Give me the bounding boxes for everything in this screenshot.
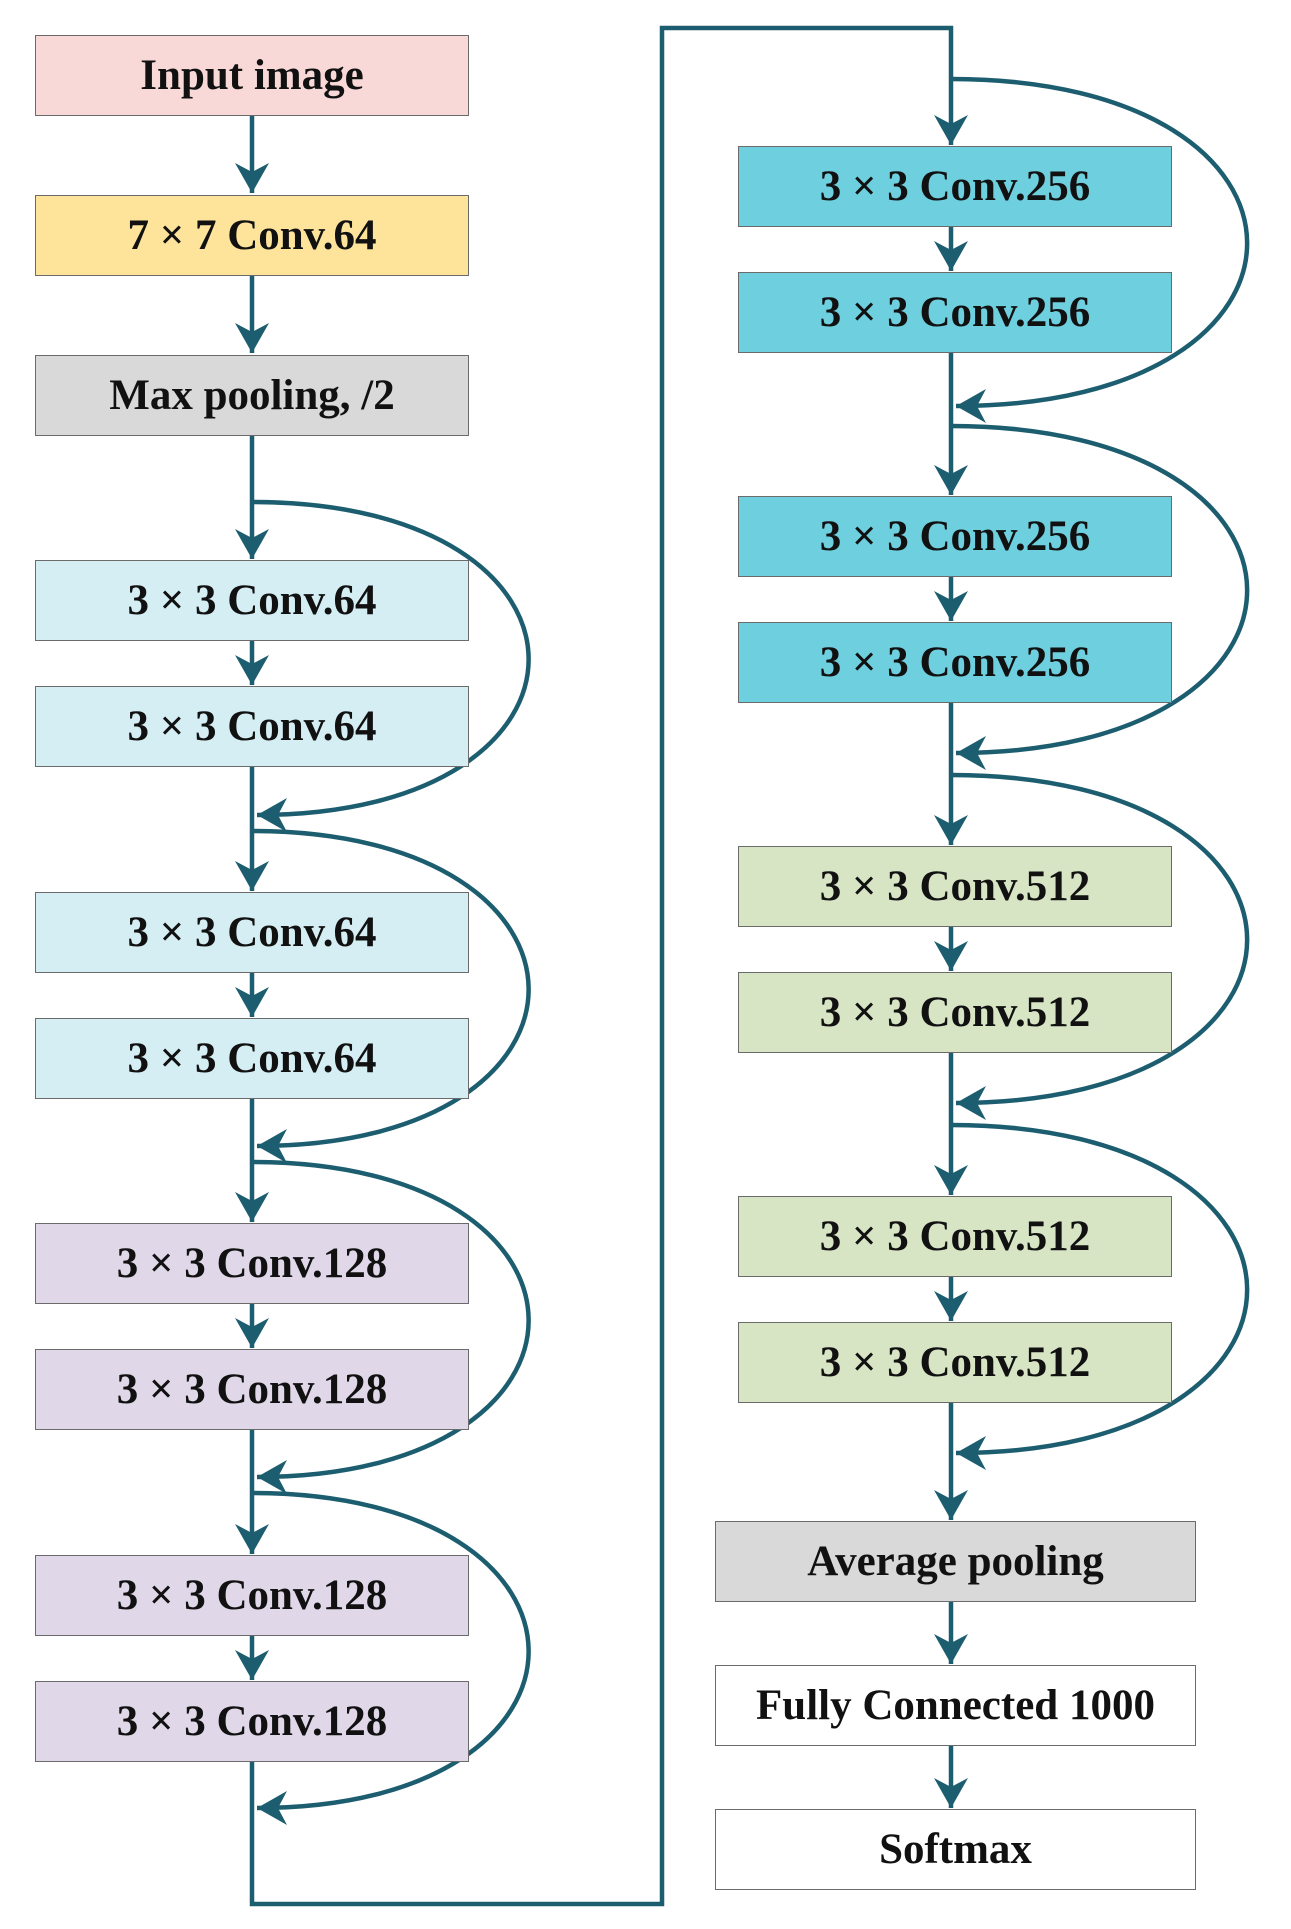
- conv128-block-4-label: 3 × 3 Conv.128: [116, 1698, 388, 1745]
- conv256-block-1-label: 3 × 3 Conv.256: [819, 163, 1091, 210]
- conv256-block-2-label: 3 × 3 Conv.256: [819, 289, 1091, 336]
- conv64-block-3: 3 × 3 Conv.64: [35, 892, 469, 973]
- conv128-block-2: 3 × 3 Conv.128: [35, 1349, 469, 1430]
- skip-connection-stage6: [950, 423, 1250, 770]
- conv256-block-3: 3 × 3 Conv.256: [738, 496, 1172, 577]
- conv256-block-2: 3 × 3 Conv.256: [738, 272, 1172, 353]
- skip-connection-stage8: [950, 1122, 1250, 1470]
- conv256-block-1: 3 × 3 Conv.256: [738, 146, 1172, 227]
- conv64-block-4-label: 3 × 3 Conv.64: [127, 1035, 377, 1082]
- conv64-block-2-label: 3 × 3 Conv.64: [127, 703, 377, 750]
- average-pooling-label: Average pooling: [807, 1538, 1104, 1585]
- conv64-block-1-label: 3 × 3 Conv.64: [127, 577, 377, 624]
- conv512-block-3: 3 × 3 Conv.512: [738, 1196, 1172, 1277]
- fully-connected-box: Fully Connected 1000: [715, 1665, 1196, 1746]
- conv128-block-1: 3 × 3 Conv.128: [35, 1223, 469, 1304]
- conv128-block-4: 3 × 3 Conv.128: [35, 1681, 469, 1762]
- conv128-block-3: 3 × 3 Conv.128: [35, 1555, 469, 1636]
- conv256-block-3-label: 3 × 3 Conv.256: [819, 513, 1091, 560]
- conv512-block-4: 3 × 3 Conv.512: [738, 1322, 1172, 1403]
- conv512-block-1: 3 × 3 Conv.512: [738, 846, 1172, 927]
- bridge-line: [249, 25, 968, 1907]
- conv7x7-64-box: 7 × 7 Conv.64: [35, 195, 469, 276]
- skip-connection-stage4: [251, 1490, 531, 1825]
- conv512-block-1-label: 3 × 3 Conv.512: [819, 863, 1091, 910]
- conv128-block-1-label: 3 × 3 Conv.128: [116, 1240, 388, 1287]
- fully-connected-label: Fully Connected 1000: [756, 1682, 1155, 1729]
- conv512-block-2-label: 3 × 3 Conv.512: [819, 989, 1091, 1036]
- conv512-block-4-label: 3 × 3 Conv.512: [819, 1339, 1091, 1386]
- conv64-block-2: 3 × 3 Conv.64: [35, 686, 469, 767]
- skip-connection-stage7: [950, 772, 1250, 1120]
- softmax-box: Softmax: [715, 1809, 1196, 1890]
- conv256-block-4-label: 3 × 3 Conv.256: [819, 639, 1091, 686]
- conv256-block-4: 3 × 3 Conv.256: [738, 622, 1172, 703]
- skip-connection-stage1: [251, 499, 531, 832]
- input-image-box: Input image: [35, 35, 469, 116]
- conv128-block-3-label: 3 × 3 Conv.128: [116, 1572, 388, 1619]
- conv64-block-1: 3 × 3 Conv.64: [35, 560, 469, 641]
- max-pooling-label: Max pooling, /2: [109, 372, 395, 419]
- softmax-label: Softmax: [879, 1826, 1032, 1873]
- conv64-block-4: 3 × 3 Conv.64: [35, 1018, 469, 1099]
- skip-connection-stage3: [251, 1159, 531, 1494]
- conv7x7-64-label: 7 × 7 Conv.64: [127, 212, 377, 259]
- skip-connection-stage2: [251, 828, 531, 1163]
- skip-connection-stage5: [950, 76, 1250, 423]
- conv512-block-2: 3 × 3 Conv.512: [738, 972, 1172, 1053]
- conv64-block-3-label: 3 × 3 Conv.64: [127, 909, 377, 956]
- conv128-block-2-label: 3 × 3 Conv.128: [116, 1366, 388, 1413]
- conv512-block-3-label: 3 × 3 Conv.512: [819, 1213, 1091, 1260]
- max-pooling-box: Max pooling, /2: [35, 355, 469, 436]
- input-image-label: Input image: [140, 52, 364, 99]
- average-pooling-box: Average pooling: [715, 1521, 1196, 1602]
